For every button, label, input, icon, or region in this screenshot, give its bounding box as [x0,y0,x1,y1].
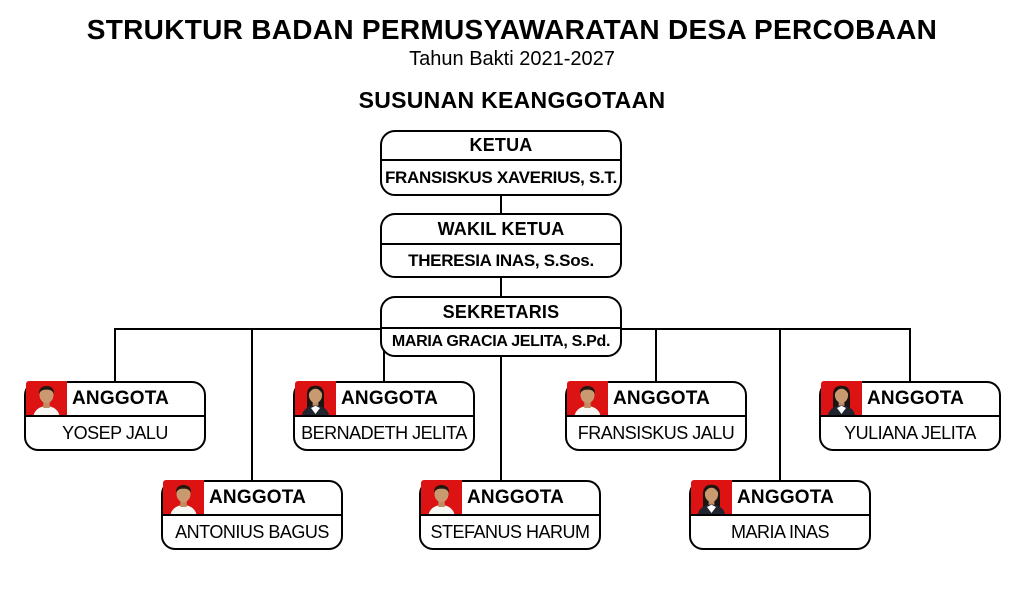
member-role-label: ANGGOTA [72,388,170,409]
member-photo-male-portrait-icon [26,381,67,415]
box-wakil-ketua-name: THERESIA INAS, S.Sos. [408,250,594,270]
page-title: STRUKTUR BADAN PERMUSYAWARATAN DESA PERC… [86,14,938,45]
member-card-fransiskus-jalu: ANGGOTA FRANSISKUS JALU [565,381,747,451]
connector-ketua-wakil [500,194,502,215]
member-card-bernadeth: ANGGOTA BERNADETH JELITA [293,381,475,451]
member-role-label: ANGGOTA [467,487,565,508]
box-ketua-role: KETUA [382,132,620,161]
member-name: BERNADETH JELITA [301,422,467,443]
member-photo-male-portrait-icon [567,381,608,415]
box-wakil-ketua-role: WAKIL KETUA [382,215,620,245]
connector-drop-yosep [114,328,116,383]
member-role-label: ANGGOTA [613,388,711,409]
page-subtitle: Tahun Bakti 2021-2027 [409,48,615,70]
box-ketua-name: FRANSISKUS XAVERIUS, S.T. [384,167,618,187]
box-wakil-ketua: WAKIL KETUA THERESIA INAS, S.Sos. [380,213,622,278]
member-role-label: ANGGOTA [209,487,307,508]
connector-wakil-sekretaris [500,276,502,298]
box-sekretaris-name: MARIA GRACIA JELITA, S.Pd. [391,333,611,350]
member-name: YOSEP JALU [62,422,168,443]
member-card-yosep: ANGGOTA YOSEP JALU [24,381,206,451]
member-name: FRANSISKUS JALU [577,422,735,443]
member-name: MARIA INAS [730,521,830,542]
connector-drop-stefanus [500,355,502,482]
member-photo-male-portrait-icon [163,480,204,514]
member-name: STEFANUS HARUM [430,521,590,542]
member-card-antonius: ANGGOTA ANTONIUS BAGUS [161,480,343,550]
box-sekretaris-role: SEKRETARIS [382,298,620,329]
member-photo-female-portrait-icon [295,381,336,415]
connector-drop-yuliana [909,328,911,383]
member-card-stefanus: ANGGOTA STEFANUS HARUM [419,480,601,550]
connector-drop-antonius [251,328,253,482]
member-name: YULIANA JELITA [844,422,976,443]
section-heading: SUSUNAN KEANGGOTAAN [358,87,666,113]
box-ketua: KETUA FRANSISKUS XAVERIUS, S.T. [380,130,622,196]
box-sekretaris: SEKRETARIS MARIA GRACIA JELITA, S.Pd. [380,296,622,357]
connector-drop-fransiskus-jalu [655,328,657,383]
member-photo-female-portrait-icon [821,381,862,415]
member-name: ANTONIUS BAGUS [175,521,329,542]
member-role-label: ANGGOTA [867,388,965,409]
member-photo-female-portrait-icon [691,480,732,514]
member-card-maria: ANGGOTA MARIA INAS [689,480,871,550]
connector-drop-bernadeth [383,328,385,383]
member-photo-male-portrait-icon [421,480,462,514]
member-role-label: ANGGOTA [341,388,439,409]
member-role-label: ANGGOTA [737,487,835,508]
connector-drop-maria [779,328,781,482]
member-card-yuliana: ANGGOTA YULIANA JELITA [819,381,1001,451]
